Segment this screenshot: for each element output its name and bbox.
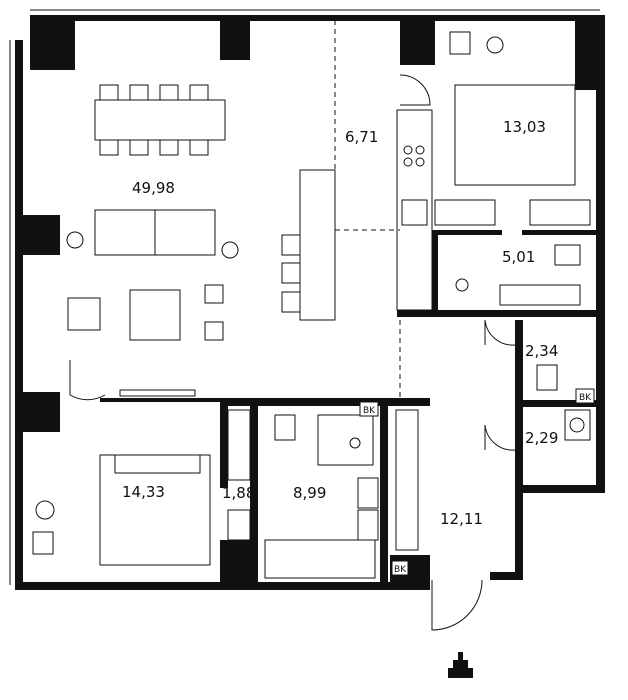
bathtub [264, 539, 376, 579]
coffee-table [129, 289, 181, 341]
kitchen-counter [396, 109, 433, 311]
kitchen-island [299, 169, 336, 321]
room-area-bedroom-1: 13,03 [503, 118, 546, 136]
room-area-hall: 12,11 [440, 510, 483, 528]
room-area-bathroom-2: 8,99 [293, 484, 326, 502]
walls [15, 15, 605, 590]
shaft-label: BK [394, 565, 407, 575]
room-area-living: 49,98 [132, 179, 175, 197]
shaft-label: BK [363, 406, 376, 416]
bed-1 [454, 84, 576, 186]
entrance-door[interactable] [431, 579, 483, 631]
shaft-label: BK [579, 393, 592, 403]
dining-table [94, 84, 226, 156]
entrance-arrow-icon [448, 652, 473, 678]
room-area-bedroom-2: 14,33 [122, 483, 165, 501]
room-area-closet: 1,88 [222, 484, 255, 502]
room-area-bathroom-1: 5,01 [502, 248, 535, 266]
room-area-kitchen: 6,71 [345, 128, 378, 146]
bed-2 [99, 454, 211, 566]
room-area-wc: 2,34 [525, 342, 558, 360]
room-area-laundry: 2,29 [525, 429, 558, 447]
